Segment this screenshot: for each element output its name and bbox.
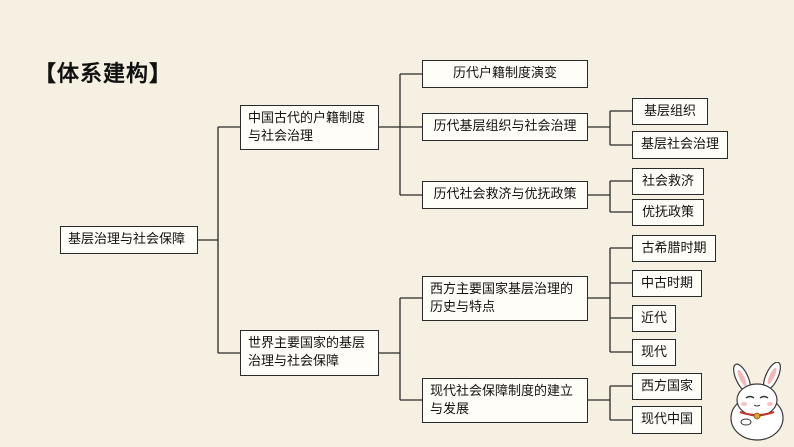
- leaf-node: 优抚政策: [632, 199, 704, 226]
- root-node: 基层治理与社会保障: [60, 226, 198, 254]
- leaf-node: 西方国家: [632, 373, 702, 400]
- branch-node-china: 中国古代的户籍制度与社会治理: [240, 105, 379, 150]
- leaf-node: 古希腊时期: [632, 235, 716, 262]
- topic-node-western-governance: 西方主要国家基层治理的历史与特点: [422, 276, 588, 321]
- leaf-node: 现代中国: [632, 406, 702, 434]
- branch-node-world: 世界主要国家的基层治理与社会保障: [240, 330, 379, 376]
- topic-node-household-registration: 历代户籍制度演变: [422, 60, 588, 88]
- topic-node-modern-social-security: 现代社会保障制度的建立与发展: [422, 378, 588, 423]
- leaf-node: 现代: [632, 339, 676, 366]
- rabbit-mascot-icon: [730, 362, 784, 441]
- leaf-node: 近代: [632, 305, 676, 332]
- topic-node-social-relief: 历代社会救济与优抚政策: [422, 181, 588, 209]
- leaf-node: 基层社会治理: [632, 131, 728, 159]
- topic-node-grassroots-organization: 历代基层组织与社会治理: [422, 113, 588, 141]
- diagram-title: 【体系建构】: [34, 62, 173, 87]
- leaf-node: 社会救济: [632, 168, 704, 195]
- leaf-node: 基层组织: [632, 98, 708, 125]
- leaf-node: 中古时期: [632, 270, 702, 297]
